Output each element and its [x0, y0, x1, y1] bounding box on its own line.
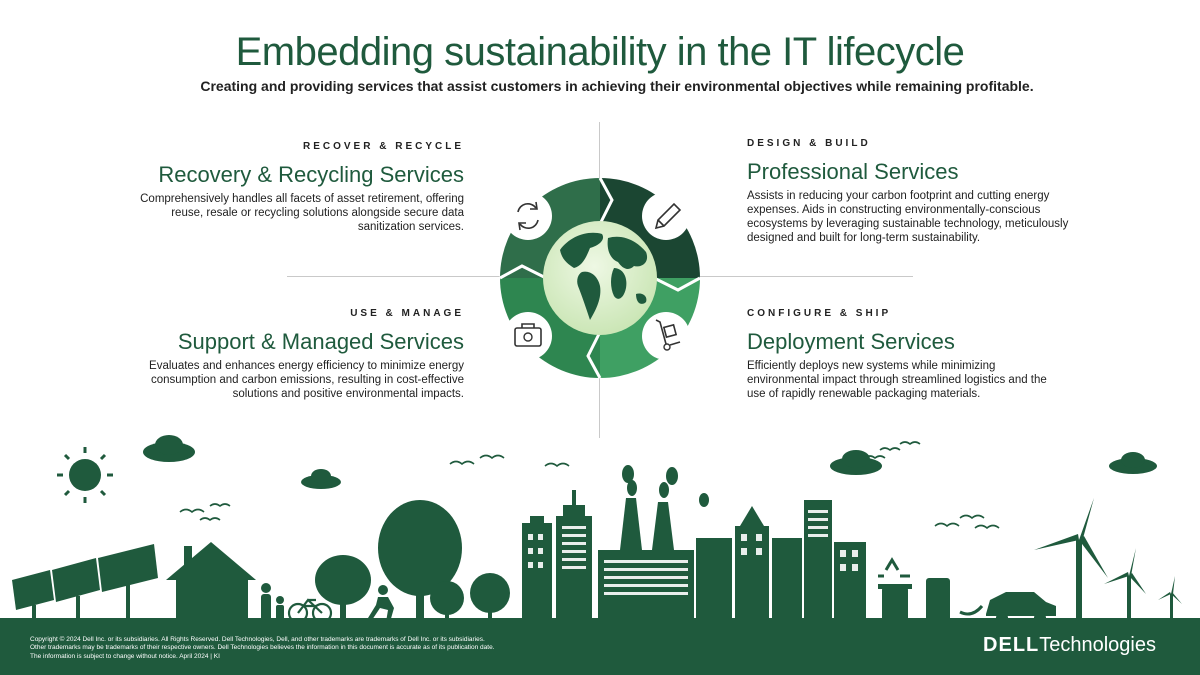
people-icon [261, 583, 394, 622]
legal-line: Other trademarks may be trademarks of th… [30, 644, 495, 652]
section-use-manage: USE & MANAGE Support & Managed Services … [140, 308, 464, 401]
ev-charger-icon [926, 578, 984, 622]
dell-technologies-logo: DELLTechnologies [983, 634, 1156, 657]
recycle-arrows-icon [504, 192, 552, 240]
section-configure-ship: CONFIGURE & SHIP Deployment Services Eff… [747, 308, 1047, 401]
cloud-icon [301, 469, 341, 489]
logo-technologies: Technologies [1039, 634, 1156, 656]
section-kicker: RECOVER & RECYCLE [302, 141, 464, 152]
section-heading: Support & Managed Services [177, 329, 464, 354]
legal-text: Copyright © 2024 Dell Inc. or its subsid… [30, 636, 650, 661]
pencil-icon [642, 192, 690, 240]
page-subtitle: Creating and providing services that ass… [200, 78, 1034, 94]
page-title: Embedding sustainability in the IT lifec… [235, 30, 965, 74]
hand-truck-icon [642, 312, 690, 360]
section-kicker: USE & MANAGE [350, 308, 464, 319]
cloud-icon [143, 435, 195, 462]
section-heading: Professional Services [747, 159, 959, 184]
sustainable-city-scene [0, 435, 1200, 625]
section-heading: Deployment Services [747, 329, 955, 354]
footer-bar [0, 621, 1200, 675]
sun-icon [57, 447, 113, 503]
cloud-icon [1109, 452, 1157, 474]
wind-turbine-icon [1034, 498, 1182, 622]
house-icon [166, 542, 256, 622]
section-body: Comprehensively handles all facets of as… [140, 193, 464, 233]
section-recover-recycle: RECOVER & RECYCLE Recovery & Recycling S… [140, 141, 464, 234]
trees-icon [315, 500, 510, 622]
lifecycle-wheel [499, 177, 701, 379]
section-heading: Recovery & Recycling Services [158, 162, 464, 187]
toolbox-icon [504, 312, 552, 360]
section-kicker: DESIGN & BUILD [747, 138, 871, 149]
legal-line: Copyright © 2024 Dell Inc. or its subsid… [30, 636, 485, 643]
section-body: Efficiently deploys new systems while mi… [747, 360, 1047, 400]
section-body: Evaluates and enhances energy efficiency… [149, 360, 464, 400]
legal-line: The information is subject to change wit… [30, 652, 220, 660]
cloud-icon [830, 450, 882, 475]
birds-icon [179, 441, 1000, 530]
solar-panels-icon [12, 544, 158, 622]
logo-dell: DELL [983, 634, 1040, 656]
globe-icon [543, 221, 657, 335]
section-body: Assists in reducing your carbon footprin… [747, 190, 1069, 244]
section-kicker: CONFIGURE & SHIP [747, 308, 892, 319]
recycle-bin-icon [878, 557, 912, 622]
section-design-build: DESIGN & BUILD Professional Services Ass… [747, 138, 1077, 245]
